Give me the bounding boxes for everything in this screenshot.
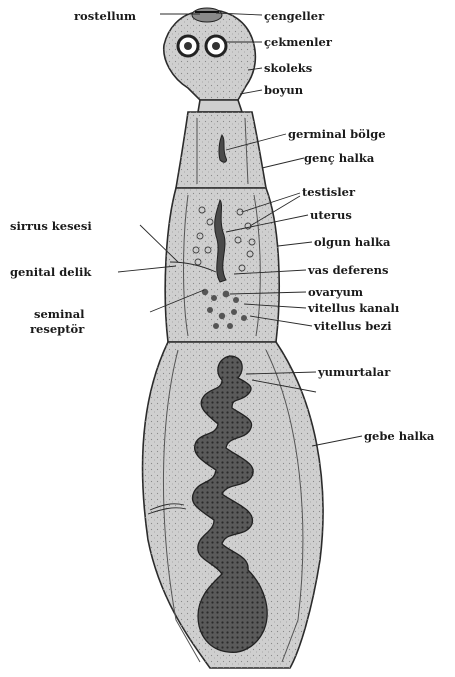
mature-proglottid (165, 188, 279, 342)
label-vas-deferens: vas deferens (307, 263, 388, 277)
label-young-proglottid: genç halka (304, 151, 375, 165)
label-genital-pore: genital delik (10, 265, 92, 279)
scolex (164, 8, 256, 100)
label-ovary: ovaryum (308, 285, 363, 299)
young-proglottid (176, 112, 266, 188)
label-gravid-proglottid: gebe halka (364, 429, 435, 443)
label-germinal-zone: germinal bölge (288, 127, 386, 141)
gravid-proglottid (143, 342, 323, 668)
label-rostellum: rostellum (74, 9, 136, 23)
label-suckers: çekmenler (264, 35, 333, 49)
rostellum-shape (192, 8, 222, 22)
neck (198, 100, 242, 112)
label-eggs: yumurtalar (317, 365, 391, 379)
label-neck: boyun (264, 83, 304, 97)
label-uterus: uterus (310, 208, 352, 222)
label-cirrus-sac: sirrus kesesi (10, 219, 92, 233)
label-scolex: skoleks (264, 61, 312, 75)
label-vitelline-gland: vitellus bezi (313, 319, 392, 333)
label-testes: testisler (302, 185, 356, 199)
label-seminal-line2: reseptör (30, 322, 85, 336)
label-seminal-line1: seminal (34, 307, 85, 321)
label-mature-proglottid: olgun halka (314, 235, 391, 249)
label-vitelline-duct: vitellus kanalı (307, 301, 400, 315)
label-hooks: çengeller (264, 9, 325, 23)
